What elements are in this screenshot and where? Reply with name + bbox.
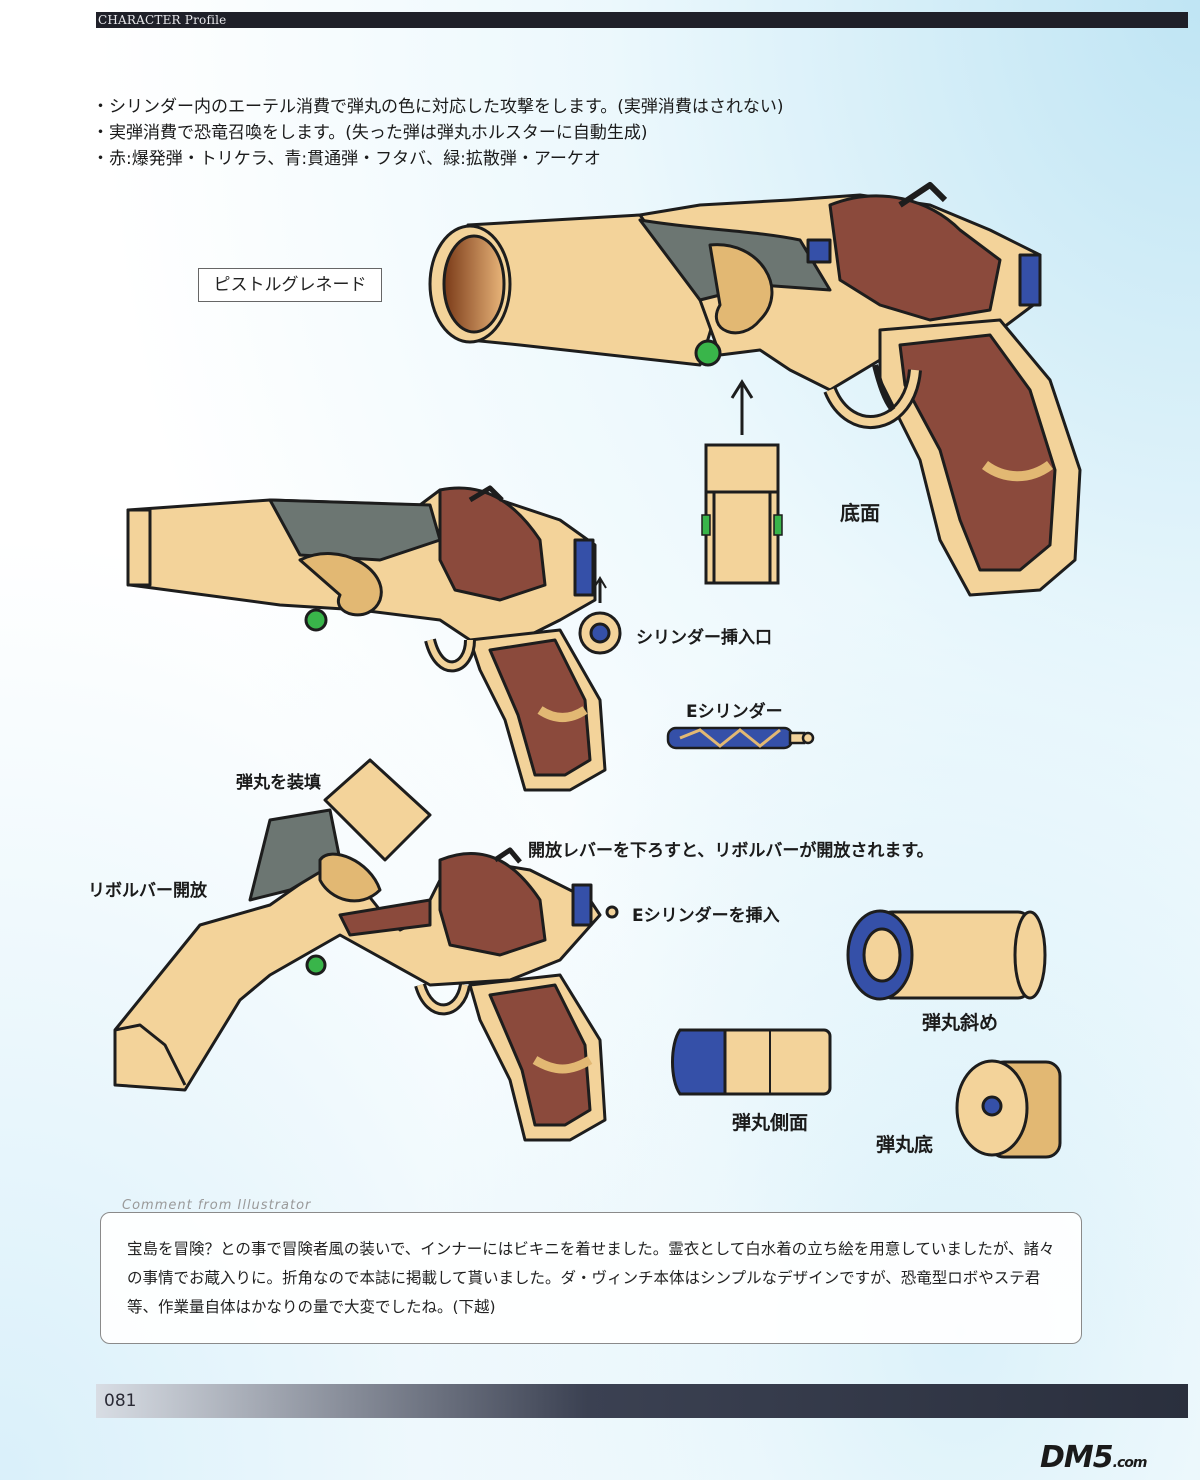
- comment-heading: Comment from Illustrator: [122, 1198, 312, 1213]
- spec-notes: ・シリンダー内のエーテル消費で弾丸の色に対応した攻撃をします。(実弾消費はされな…: [92, 94, 784, 172]
- revolver-open-label: リボルバー開放: [88, 881, 207, 901]
- insert-cylinder-label: Eシリンダーを挿入: [632, 906, 780, 926]
- comment-box: 宝島を冒険？との事で冒険者風の装いで、インナーにはビキニを着せました。霊衣として…: [100, 1212, 1082, 1344]
- section-title: CHARACTER Profile: [98, 13, 227, 27]
- watermark-logo: DM5.com: [1040, 1440, 1148, 1475]
- bullet-side-drawing: [671, 1028, 832, 1096]
- page-number: 081: [104, 1391, 137, 1411]
- closed-pistol-drawing: [126, 485, 607, 792]
- lever-note-label: 開放レバーを下ろすと、リボルバーが開放されます。: [528, 841, 934, 861]
- cylinder-slot-drawing: [578, 576, 622, 655]
- bullet-oblique-drawing: [846, 909, 1047, 1001]
- load-bullet-label: 弾丸を装填: [236, 773, 321, 793]
- watermark-suffix: .com: [1112, 1455, 1148, 1471]
- arrow-icon: [730, 379, 754, 435]
- bullet-bottom-label: 弾丸底: [876, 1134, 934, 1156]
- watermark-text: DM5: [1040, 1440, 1114, 1475]
- main-pistol-drawing: [428, 182, 1082, 597]
- note-line: ・赤:爆発弾・トリケラ、青:貫通弾・フタバ、緑:拡散弾・アーケオ: [92, 149, 601, 169]
- bottom-view-label: 底面: [840, 501, 880, 525]
- e-cylinder-label: Eシリンダー: [686, 702, 783, 722]
- bullet-bottom-drawing: [955, 1059, 1062, 1159]
- weapon-name-box: ピストルグレネード: [198, 268, 382, 302]
- comment-text: 宝島を冒険？との事で冒険者風の装いで、インナーにはビキニを着せました。霊衣として…: [127, 1240, 1055, 1316]
- cylinder-slot-label: シリンダー挿入口: [636, 628, 772, 648]
- header-bar: CHARACTER Profile: [96, 12, 1188, 28]
- note-line: ・実弾消費で恐竜召喚をします。(失った弾は弾丸ホルスターに自動生成): [92, 123, 648, 143]
- bottom-view-drawing: [701, 443, 783, 585]
- bullet-oblique-label: 弾丸斜め: [922, 1012, 999, 1034]
- note-line: ・シリンダー内のエーテル消費で弾丸の色に対応した攻撃をします。(実弾消費はされな…: [92, 97, 784, 117]
- open-pistol-drawing: [113, 758, 619, 1142]
- bullet-side-label: 弾丸側面: [732, 1112, 809, 1134]
- e-cylinder-drawing: [666, 726, 815, 750]
- footer-bar: [96, 1384, 1188, 1418]
